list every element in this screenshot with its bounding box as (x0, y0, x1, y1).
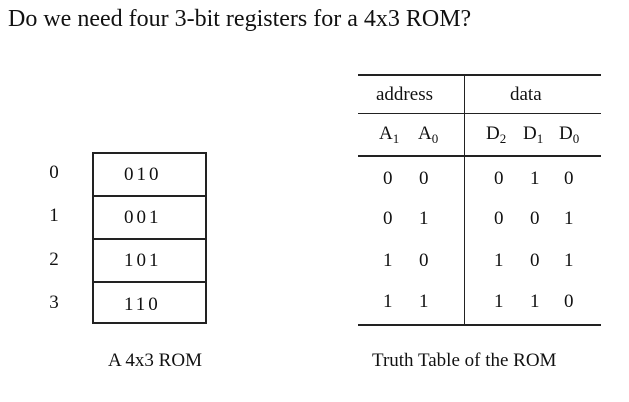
table-cell: 0 (494, 168, 504, 189)
table-cell: 0 (494, 208, 504, 229)
table-cell: 0 (530, 208, 540, 229)
table-cell: 1 (494, 250, 504, 271)
table-cell: 1 (419, 208, 429, 229)
rom-address-label: 3 (49, 292, 59, 313)
data-bit-header: D0 (559, 123, 580, 146)
table-cell: 1 (494, 291, 504, 312)
rom-address-label: 0 (49, 162, 59, 183)
data-bit-header: D1 (523, 123, 544, 146)
rom-cell: 001 (94, 197, 205, 240)
table-cell: 0 (419, 250, 429, 271)
address-group-header: address (376, 84, 433, 105)
table-cell: 0 (383, 208, 393, 229)
table-cell: 1 (383, 250, 393, 271)
table-cell: 1 (419, 291, 429, 312)
table-cell: 0 (564, 168, 574, 189)
rom-box: 010 001 101 110 (92, 152, 207, 324)
rom-address-label: 2 (49, 249, 59, 270)
table-cell: 0 (383, 168, 393, 189)
address-bit-header: A1 (379, 123, 400, 146)
rom-cell: 010 (94, 154, 205, 197)
data-bit-header: D2 (486, 123, 507, 146)
table-cell: 1 (530, 168, 540, 189)
rom-cell: 110 (124, 293, 161, 315)
table-cell: 0 (564, 291, 574, 312)
table-bottom-rule (358, 324, 601, 326)
rom-cell: 101 (94, 240, 205, 283)
rom-address-label: 1 (49, 205, 59, 226)
table-cell: 0 (419, 168, 429, 189)
table-cell: 0 (530, 250, 540, 271)
table-caption: Truth Table of the ROM (372, 350, 557, 371)
rom-caption: A 4x3 ROM (108, 350, 202, 371)
table-header-divider (358, 113, 601, 114)
table-top-rule (358, 74, 601, 76)
table-column-divider (464, 74, 465, 326)
table-cell: 1 (530, 291, 540, 312)
table-cell: 1 (383, 291, 393, 312)
question-title: Do we need four 3-bit registers for a 4x… (8, 6, 472, 32)
table-cell: 1 (564, 208, 574, 229)
address-bit-header: A0 (418, 123, 439, 146)
table-cell: 1 (564, 250, 574, 271)
table-header-rule (358, 155, 601, 157)
data-group-header: data (510, 84, 542, 105)
